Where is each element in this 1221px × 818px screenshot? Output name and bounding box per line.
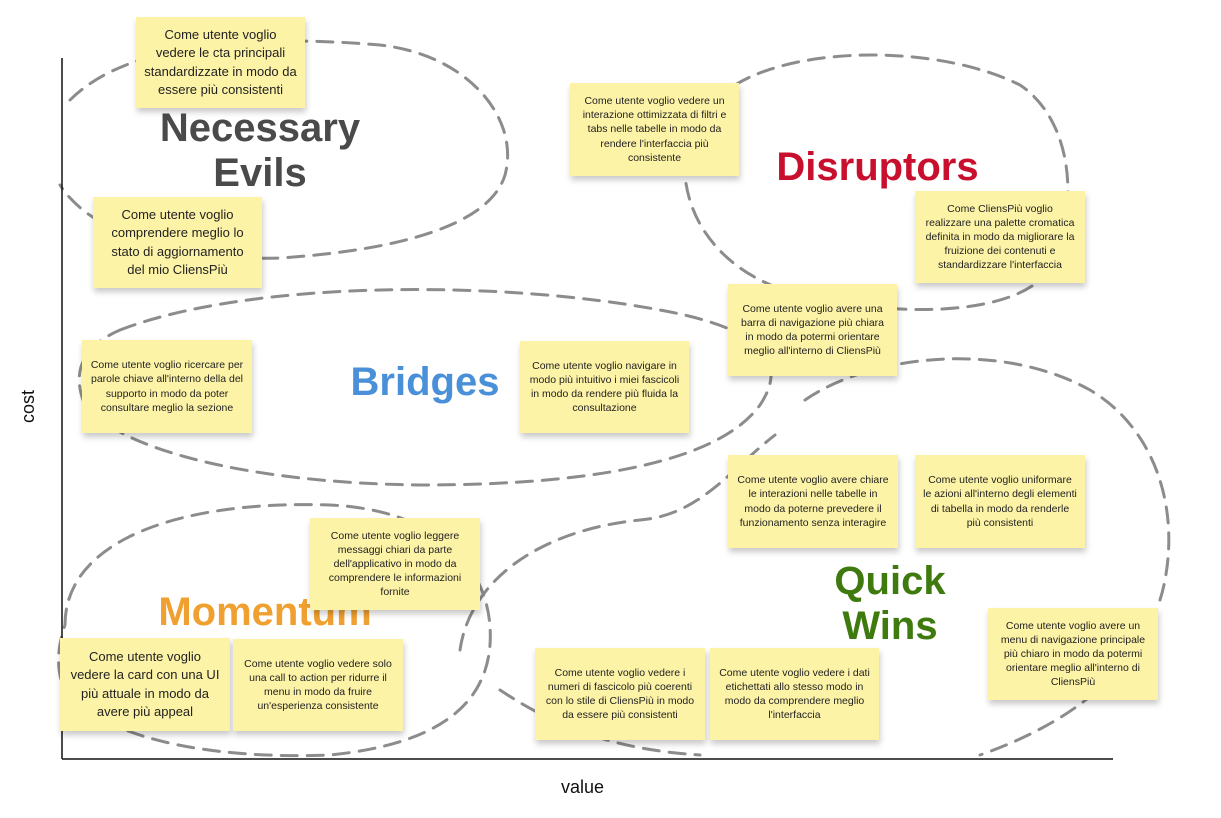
quadrant-quick-wins-label: Quick Wins [834, 559, 946, 648]
sticky-note[interactable]: Come utente voglio vedere un interazione… [570, 83, 739, 176]
sticky-note[interactable]: Come utente voglio vedere i dati etichet… [710, 648, 879, 740]
sticky-note[interactable]: Come utente voglio vedere la card con un… [60, 638, 230, 731]
sticky-note[interactable]: Come utente voglio leggere messaggi chia… [310, 518, 480, 610]
x-axis-label: value [561, 777, 605, 797]
sticky-note[interactable]: Come utente voglio vedere i numeri di fa… [535, 648, 705, 740]
sticky-note[interactable]: Come utente voglio vedere solo una call … [233, 639, 403, 731]
sticky-note[interactable]: Come CliensPiù voglio realizzare una pal… [915, 191, 1085, 283]
sticky-note[interactable]: Come utente voglio navigare in modo più … [520, 341, 689, 433]
quadrant-necessary-evils-label: Necessary Evils [159, 106, 361, 195]
sticky-note[interactable]: Come utente voglio vedere le cta princip… [136, 17, 305, 108]
sticky-note[interactable]: Come utente voglio uniformare le azioni … [915, 455, 1085, 548]
sticky-note[interactable]: Come utente voglio avere chiare le inter… [728, 455, 898, 548]
sticky-note[interactable]: Come utente voglio avere un menu di navi… [988, 608, 1158, 700]
sticky-note[interactable]: Come utente voglio avere una barra di na… [728, 284, 897, 376]
sticky-note[interactable]: Come utente voglio ricercare per parole … [82, 340, 252, 433]
quadrant-bridges-label: Bridges [350, 360, 500, 404]
y-axis-label: cost [18, 389, 39, 424]
bridges-outline [77, 288, 773, 487]
sticky-note[interactable]: Come utente voglio comprendere meglio lo… [93, 197, 262, 288]
quadrant-disruptors-label: Disruptors [776, 145, 979, 189]
